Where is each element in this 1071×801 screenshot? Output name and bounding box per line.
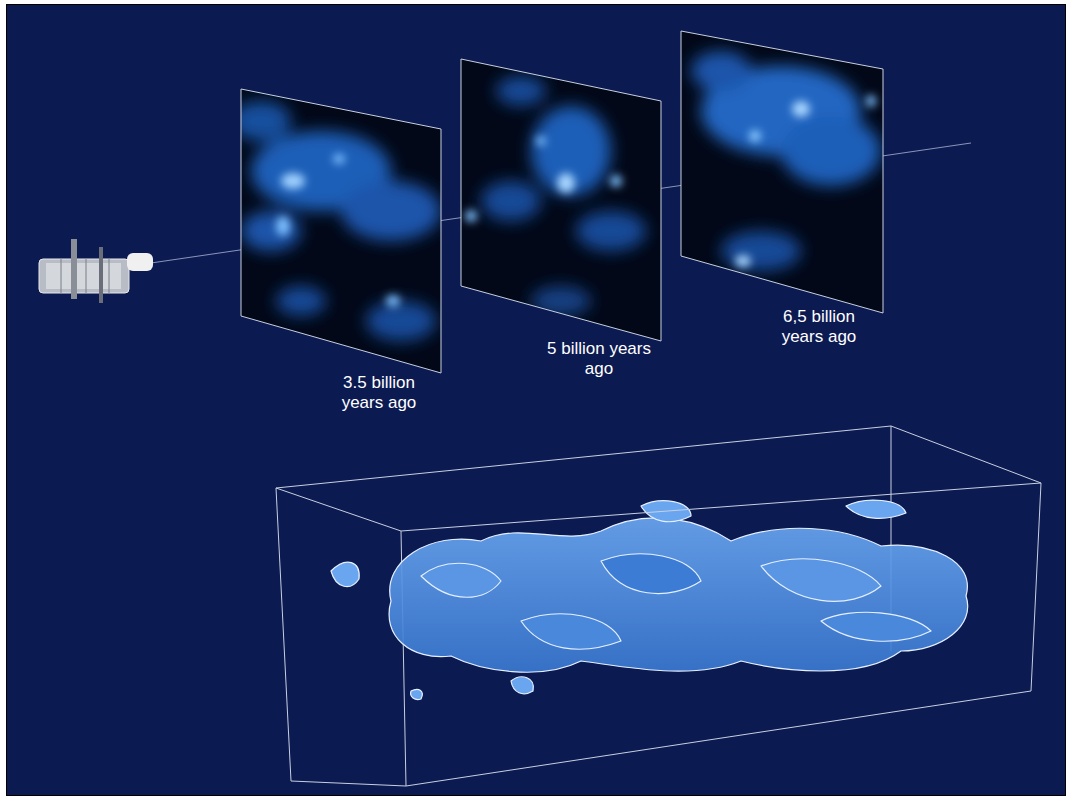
epoch-label: 3.5 billion years ago	[320, 373, 438, 413]
box-back	[291, 426, 1031, 786]
epoch-label: 6,5 billion years ago	[760, 307, 878, 347]
illustration	[7, 5, 1066, 796]
telescope	[39, 239, 153, 303]
epoch-label: 5 billion years ago	[540, 339, 658, 379]
map-slice	[681, 31, 883, 313]
map-slice	[461, 59, 661, 341]
dark-matter-cloud	[331, 500, 968, 699]
background: 3.5 billion years ago 5 billion years ago…	[6, 4, 1066, 796]
box-front	[276, 426, 1041, 781]
map-slice	[231, 89, 441, 373]
